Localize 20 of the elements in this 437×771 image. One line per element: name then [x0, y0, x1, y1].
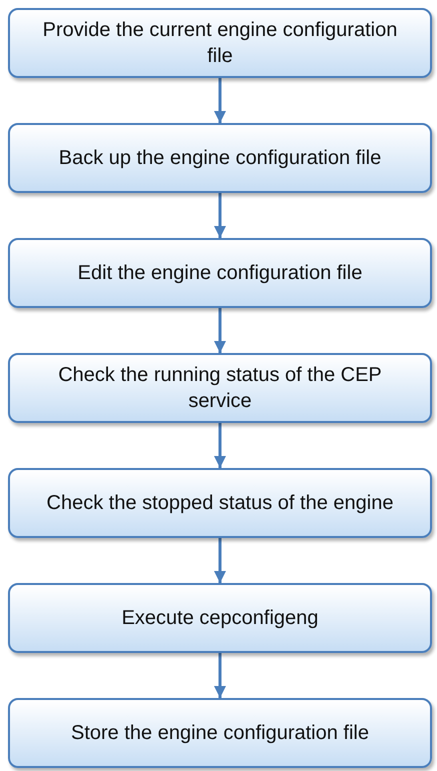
process-box	[8, 123, 432, 193]
process-box	[8, 353, 432, 423]
process-box	[8, 468, 432, 538]
arrow	[214, 308, 226, 353]
step-text: Check the stopped status of the engine	[46, 491, 394, 516]
arrow	[214, 653, 226, 698]
arrow	[214, 423, 226, 468]
arrow	[214, 538, 226, 583]
process-box	[8, 698, 432, 768]
step-text: Check the running status of the CEP service	[57, 363, 383, 414]
arrow	[214, 78, 226, 123]
step-text: Provide the current engine configuration file	[42, 18, 398, 69]
step-text: Execute cepconfigeng	[122, 606, 318, 631]
process-box	[8, 583, 432, 653]
process-box	[8, 238, 432, 308]
arrow	[214, 193, 226, 238]
step-text: Store the engine configuration file	[71, 721, 369, 746]
step-text: Edit the engine configuration file	[78, 261, 362, 286]
step-text: Back up the engine configuration file	[58, 146, 382, 171]
process-box	[8, 8, 432, 78]
